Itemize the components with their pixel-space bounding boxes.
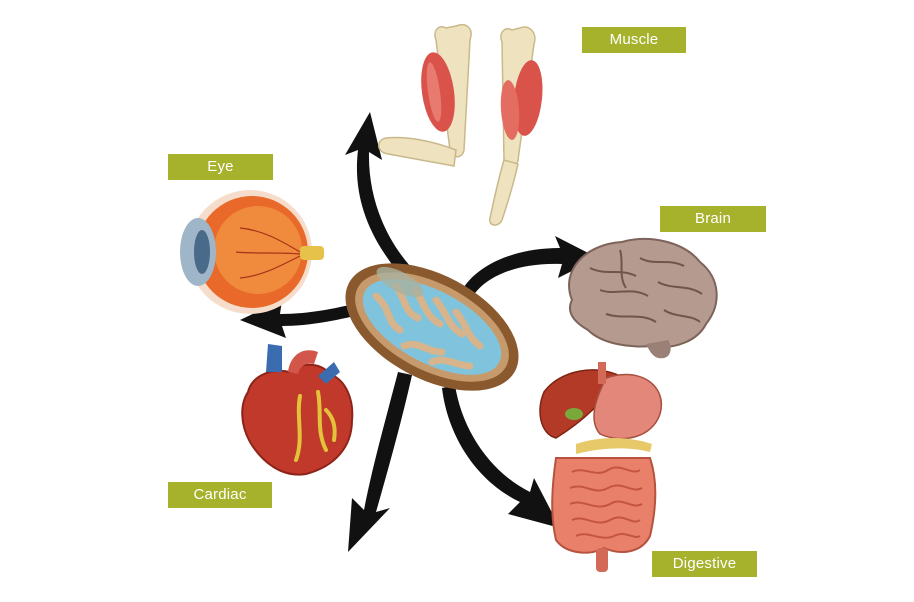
label-brain: Brain (660, 206, 766, 232)
brain-icon (568, 238, 718, 359)
arrow-to-brain (458, 236, 598, 302)
label-digestive: Digestive (652, 551, 757, 577)
digestive-icon (539, 362, 663, 572)
heart-icon (241, 344, 354, 476)
eye-icon (180, 190, 324, 314)
mitochondrion-icon (345, 263, 519, 391)
label-eye: Eye (168, 154, 273, 180)
label-muscle: Muscle (582, 27, 686, 53)
arrow-to-digestive (442, 385, 560, 528)
muscle-icon (378, 24, 543, 226)
arrow-to-cardiac (348, 372, 412, 552)
arrow-to-muscle (345, 112, 410, 272)
label-cardiac: Cardiac (168, 482, 272, 508)
